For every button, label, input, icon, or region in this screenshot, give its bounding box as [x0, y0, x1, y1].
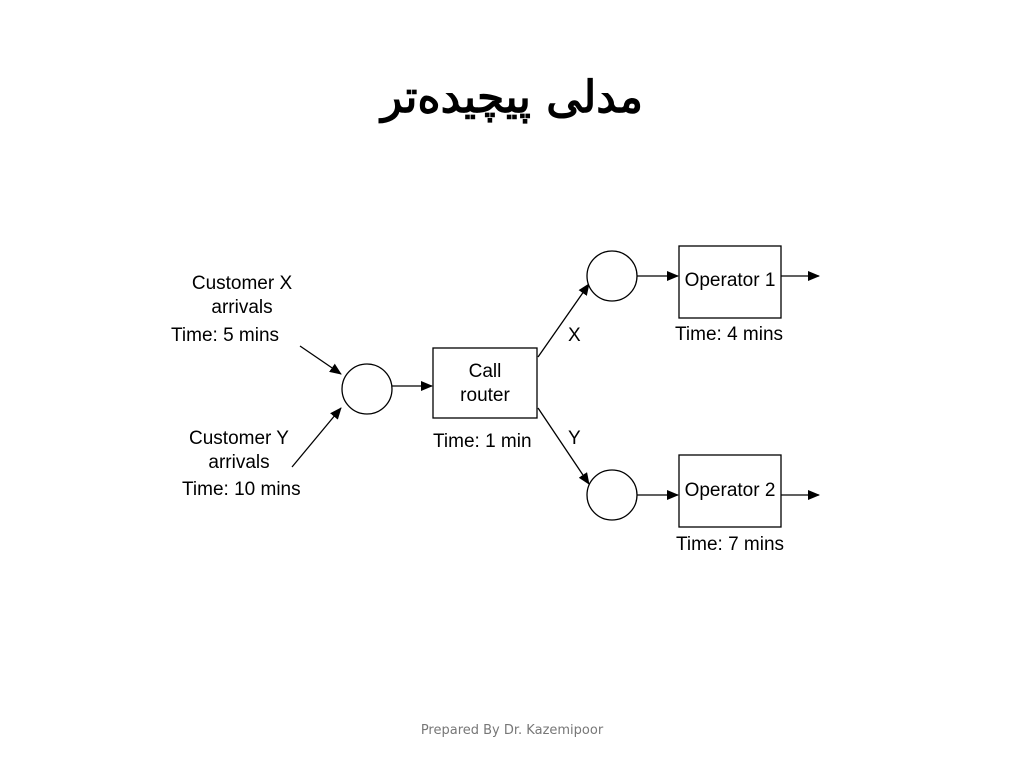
customer-y-time: Time: 10 mins [182, 479, 301, 500]
call-router-line1: Call [468, 361, 502, 382]
footer-credit: Prepared By Dr. Kazemipoor [420, 723, 604, 738]
branch-y-label: Y [568, 428, 581, 449]
merge-queue-circle [341, 363, 393, 415]
call-router-line2: router [460, 385, 510, 406]
operator-1-time: Time: 4 mins [675, 324, 784, 345]
queue-1-circle [586, 250, 638, 302]
operator-1-label: Operator 1 [684, 270, 776, 291]
call-router-label: Call router [433, 360, 537, 408]
customer-y-line2: arrivals [208, 452, 270, 473]
arrow-router-to-queue-2 [537, 407, 590, 485]
operator-1-box [678, 245, 782, 319]
arrow-router-to-queue-1 [537, 283, 590, 358]
customer-y-line1: Customer Y [189, 428, 289, 449]
call-router-time: Time: 1 min [433, 431, 532, 452]
customer-y-label: Customer Y arrivals [169, 427, 309, 475]
operator-2-box [678, 454, 782, 528]
slide-title: مدلی پیچیده‌تر [381, 72, 643, 123]
customer-x-line1: Customer X [191, 273, 293, 294]
customer-x-label: Customer X arrivals [172, 272, 312, 320]
call-router-box [432, 347, 538, 419]
customer-x-time: Time: 5 mins [171, 325, 280, 346]
customer-x-line2: arrivals [211, 297, 273, 318]
arrow-customer-x-to-queue [299, 345, 342, 375]
queue-2-circle [586, 469, 638, 521]
arrow-customer-y-to-queue [291, 407, 342, 468]
operator-2-time: Time: 7 mins [676, 534, 785, 555]
operator-2-label: Operator 2 [684, 480, 776, 501]
branch-x-label: X [568, 325, 581, 346]
